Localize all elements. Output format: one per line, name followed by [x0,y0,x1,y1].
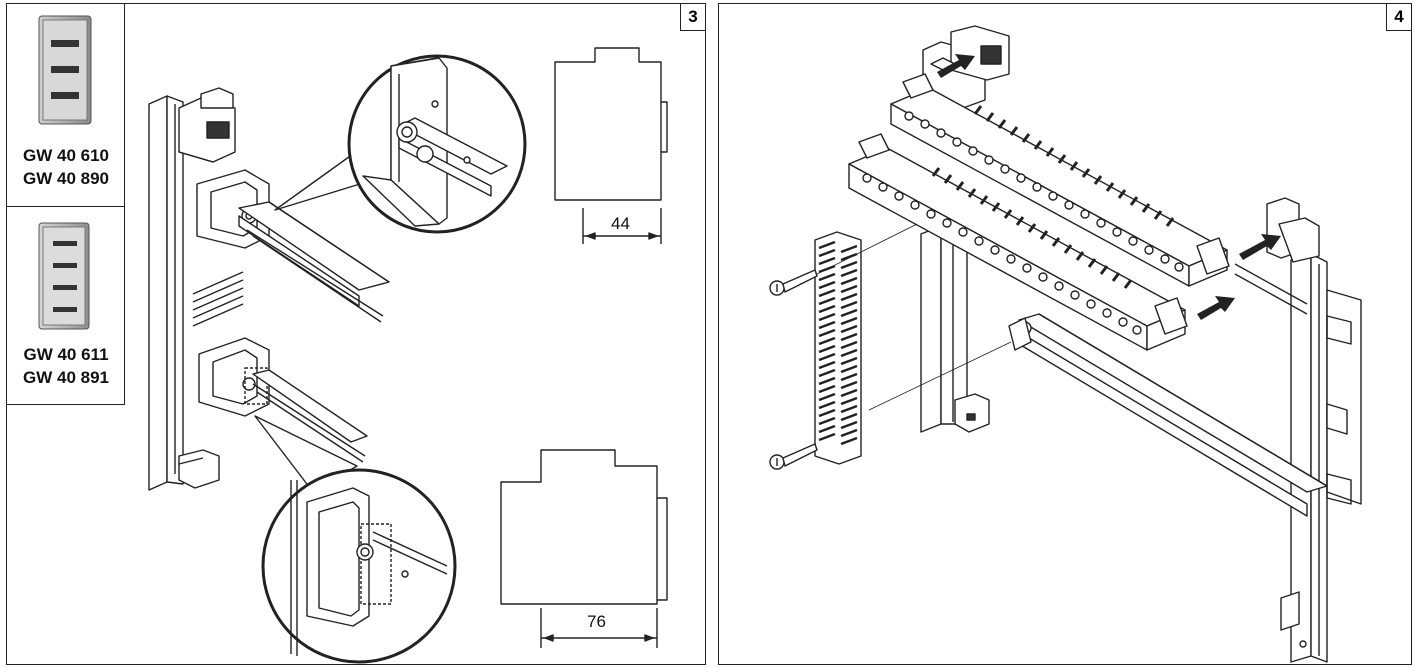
zoom-detail-bottom [254,415,457,664]
din-module-76 [500,449,668,648]
left-upright [920,225,990,433]
right-upright [1280,253,1362,663]
product-box-2: GW 40 611 GW 40 891 [7,207,125,405]
product-box-1: GW 40 610 GW 40 890 [7,4,125,207]
rail-mounting-drawing [148,47,668,664]
upper-terminal-holes [904,111,1184,272]
zoom-detail-top [274,54,527,234]
upper-terminal-bar [890,73,1230,287]
product-codes-2: GW 40 611 GW 40 891 [7,343,125,389]
product-codes-1: GW 40 610 GW 40 890 [7,144,125,190]
step-number-3: 3 [680,4,705,31]
product-code: GW 40 610 [23,146,109,165]
din-module-44 [554,47,668,244]
upper-din-rail [238,201,390,323]
dimension-76-label: 76 [587,612,606,631]
upper-terminal-teeth [973,105,1175,227]
product-code: GW 40 611 [23,345,109,364]
step-4-panel: 4 [718,3,1412,665]
arrow-top-clip [937,54,975,78]
dimension-44-label: 44 [611,214,630,233]
arrow-right-clip [1239,234,1281,260]
top-clip [178,87,236,163]
upper-screw [769,223,918,296]
marker-strip [814,231,862,465]
lower-terminal-holes [862,173,1142,335]
lower-terminal-teeth [931,167,1133,289]
vertical-upright [148,95,184,491]
product-code: GW 40 891 [23,368,109,387]
arrow-right-bar [1197,296,1235,320]
step-3-panel: 3 GW 40 610 GW 40 890 [6,3,706,665]
lower-terminal-bar [848,133,1188,351]
lower-din-rail [252,369,368,463]
right-clip [1266,197,1320,263]
lower-screw [769,341,1012,470]
enclosure-photo-2 [38,222,90,330]
din-rail [1008,263,1328,517]
step-number-4: 4 [1386,4,1411,31]
slats [192,271,244,327]
terminal-block-assembly-drawing [769,25,1362,663]
lower-bracket [198,337,270,417]
enclosure-photo-1 [38,15,92,125]
bottom-cap [178,449,220,489]
product-code: GW 40 890 [23,169,109,188]
direction-arrows [937,54,1281,320]
